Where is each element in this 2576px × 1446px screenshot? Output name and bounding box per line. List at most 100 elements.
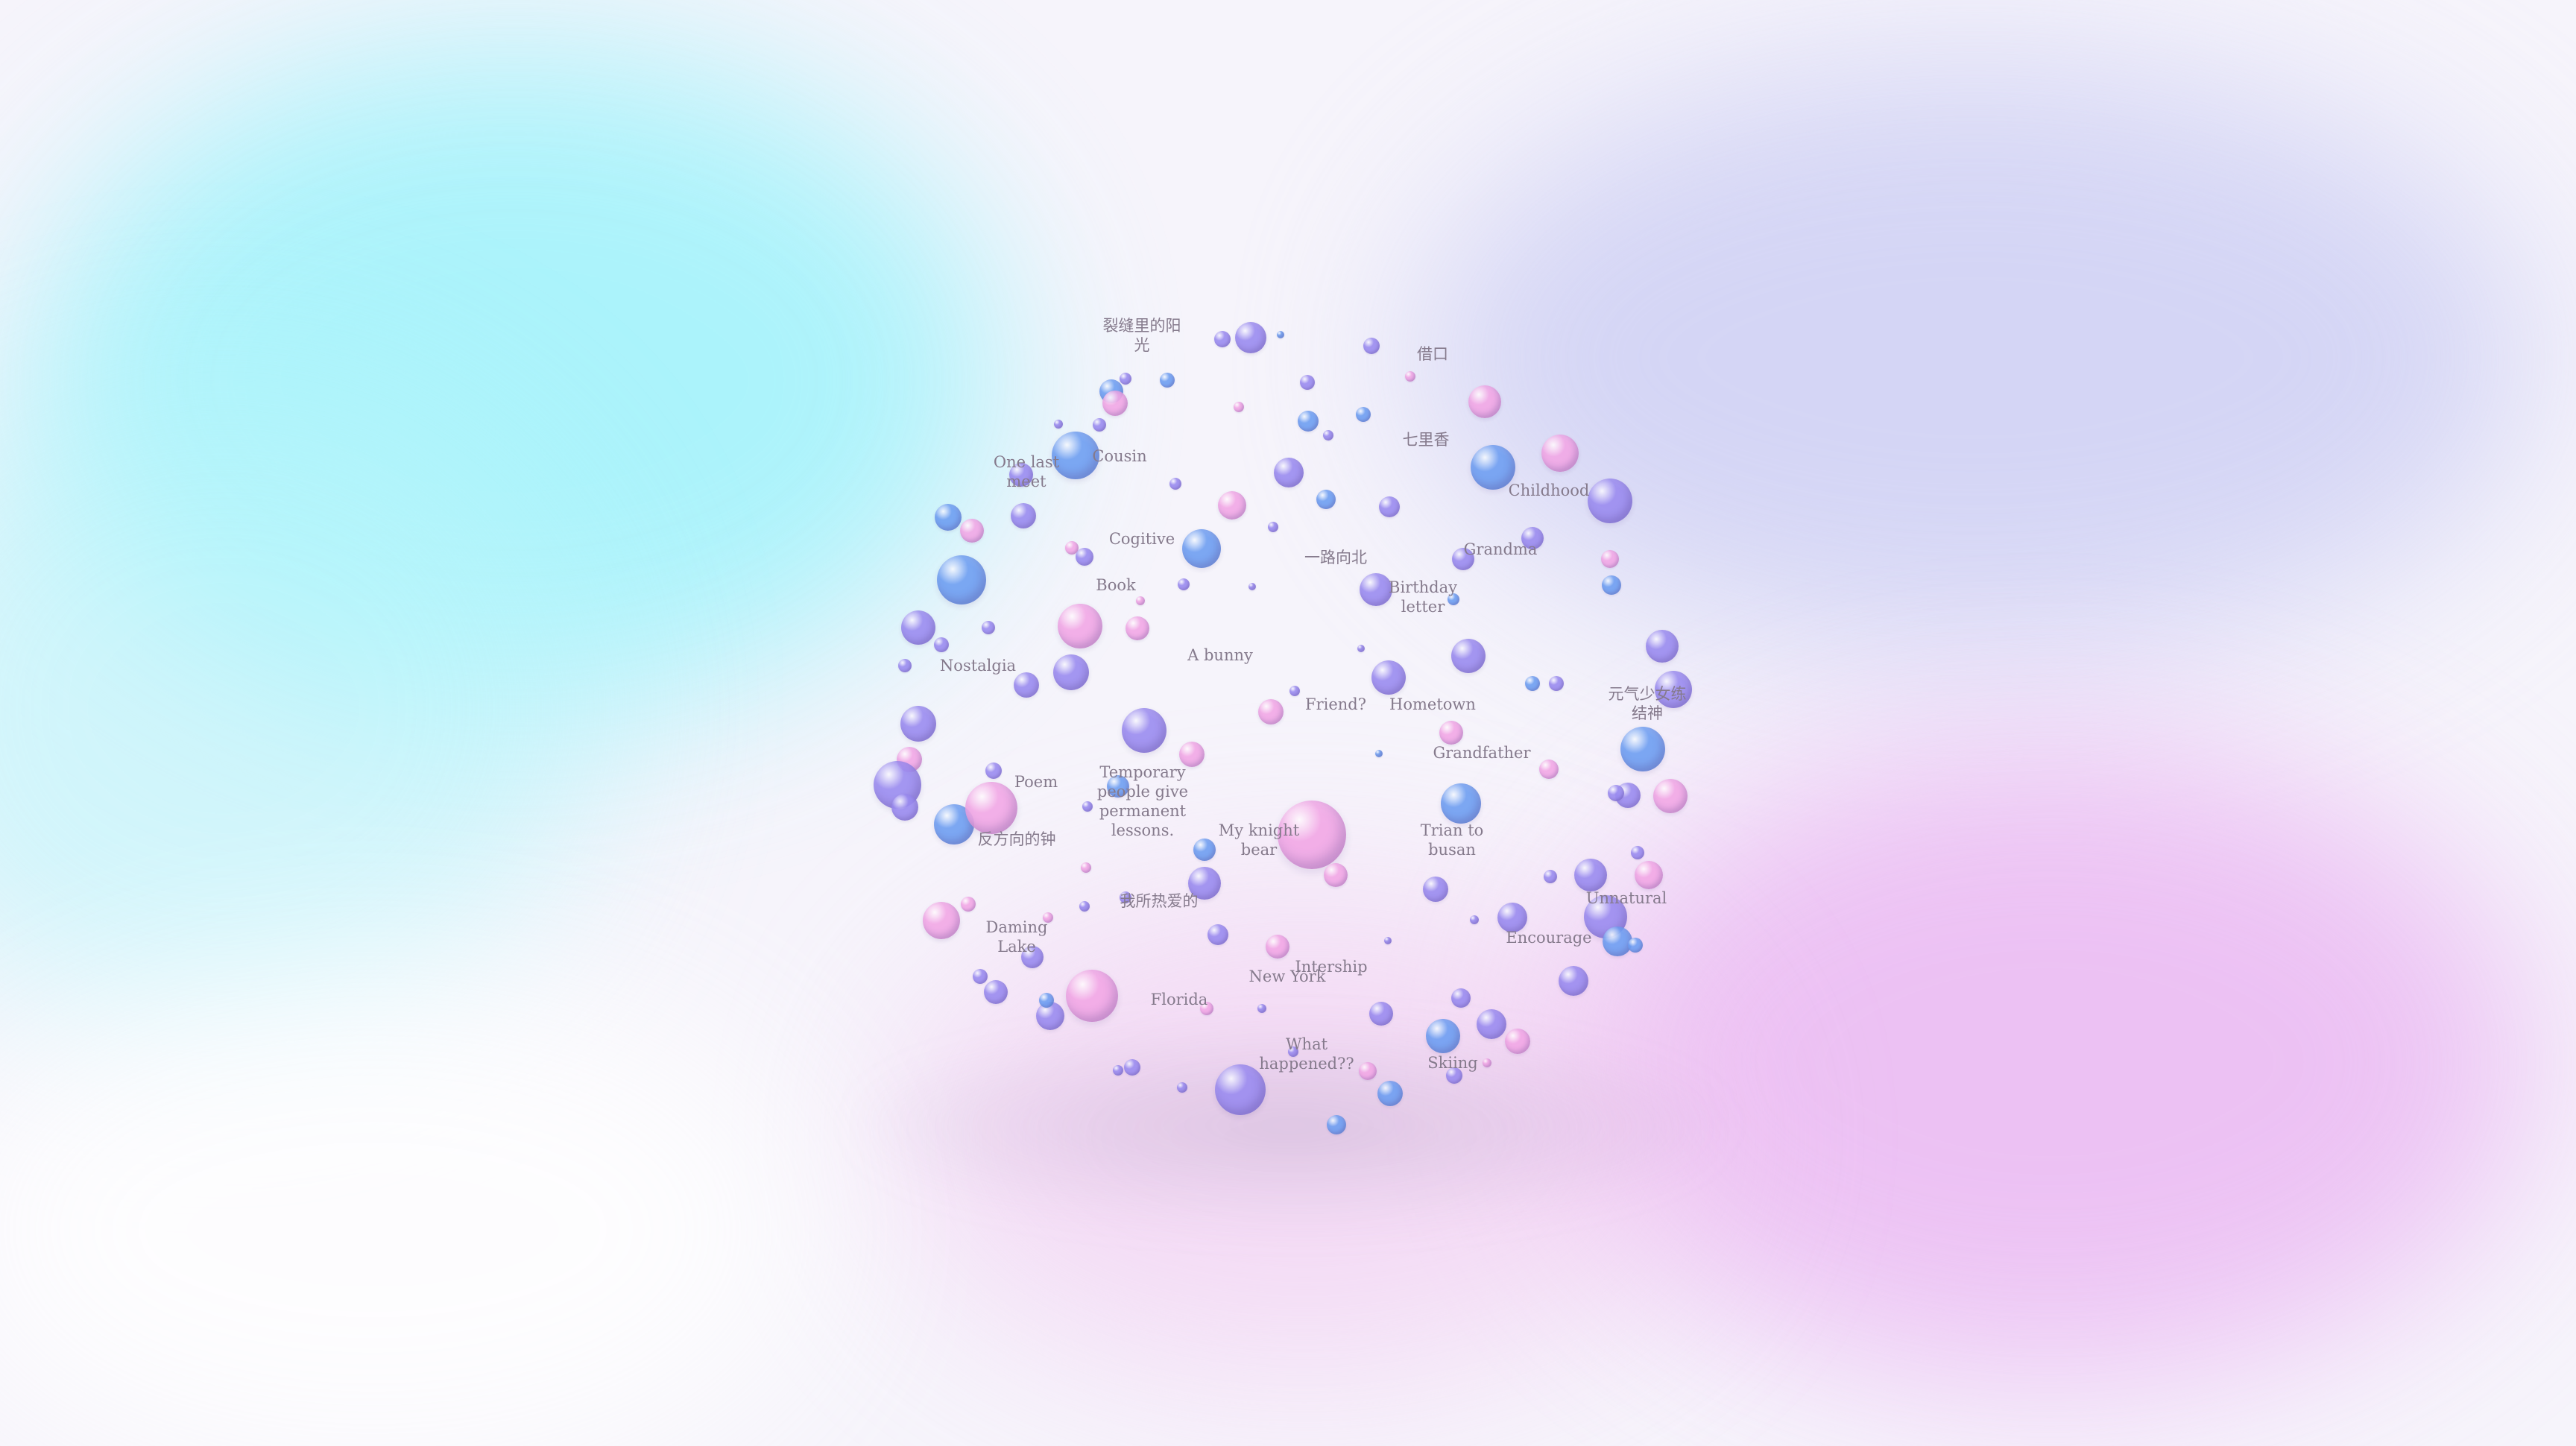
glass-bubble[interactable]: [1451, 988, 1471, 1008]
sphere-word[interactable]: Hometown: [1389, 695, 1476, 713]
glass-bubble[interactable]: [1646, 630, 1679, 663]
glass-bubble[interactable]: [1274, 458, 1304, 487]
glass-bubble[interactable]: [1066, 970, 1118, 1022]
glass-bubble[interactable]: [1009, 463, 1033, 487]
glass-bubble[interactable]: [1369, 1002, 1393, 1026]
glass-bubble[interactable]: [1011, 503, 1036, 528]
glass-bubble[interactable]: [1277, 331, 1284, 338]
glass-bubble[interactable]: [891, 794, 918, 821]
glass-bubble[interactable]: [1541, 435, 1579, 472]
sphere-word[interactable]: Trian to busan: [1420, 821, 1484, 859]
glass-bubble[interactable]: [1620, 727, 1665, 771]
glass-bubble[interactable]: [1021, 946, 1044, 968]
glass-bubble[interactable]: [1177, 1082, 1187, 1093]
glass-bubble[interactable]: [1102, 391, 1128, 416]
glass-bubble[interactable]: [1234, 402, 1244, 412]
glass-bubble[interactable]: [1441, 783, 1481, 824]
glass-bubble[interactable]: [1363, 338, 1380, 354]
glass-bubble[interactable]: [1043, 912, 1053, 923]
glass-bubble[interactable]: [1053, 654, 1089, 690]
glass-bubble[interactable]: [1289, 686, 1300, 696]
glass-bubble[interactable]: [1126, 616, 1149, 640]
sphere-word[interactable]: One last meet: [993, 453, 1060, 490]
glass-bubble[interactable]: [900, 706, 936, 742]
glass-bubble[interactable]: [1278, 801, 1346, 869]
glass-bubble[interactable]: [973, 969, 988, 984]
glass-bubble[interactable]: [1323, 430, 1333, 441]
glass-bubble[interactable]: [1079, 901, 1090, 912]
sphere-word[interactable]: Intership: [1295, 958, 1368, 976]
glass-bubble[interactable]: [982, 621, 995, 634]
glass-bubble[interactable]: [1426, 1019, 1460, 1053]
glass-bubble[interactable]: [1452, 548, 1474, 570]
glass-bubble[interactable]: [1178, 578, 1190, 590]
glass-bubble[interactable]: [1081, 862, 1091, 873]
glass-bubble[interactable]: [1160, 373, 1175, 388]
glass-bubble[interactable]: [1357, 645, 1365, 652]
sphere-word[interactable]: Friend?: [1305, 695, 1366, 713]
glass-bubble[interactable]: [1120, 891, 1131, 903]
glass-bubble[interactable]: [1076, 548, 1093, 566]
glass-bubble[interactable]: [923, 902, 960, 939]
glass-bubble[interactable]: [1448, 593, 1459, 605]
glass-bubble[interactable]: [1377, 1081, 1403, 1106]
sphere-word[interactable]: Grandma: [1463, 540, 1538, 558]
glass-bubble[interactable]: [1093, 418, 1106, 432]
glass-bubble[interactable]: [1058, 604, 1102, 648]
glass-bubble[interactable]: [1193, 839, 1216, 861]
sphere-word[interactable]: Encourage: [1506, 929, 1592, 947]
glass-bubble[interactable]: [1052, 432, 1099, 479]
glass-bubble[interactable]: [1316, 490, 1336, 509]
sphere-word[interactable]: Poem: [1014, 773, 1058, 791]
sphere-word[interactable]: Birthday letter: [1389, 578, 1457, 616]
sphere-word[interactable]: Skiing: [1427, 1054, 1478, 1072]
glass-bubble[interactable]: [1124, 1059, 1140, 1076]
sphere-word[interactable]: What happened??: [1259, 1035, 1354, 1073]
glass-bubble[interactable]: [1521, 527, 1544, 549]
glass-bubble[interactable]: [1451, 639, 1486, 673]
glass-bubble[interactable]: [1218, 491, 1246, 520]
glass-bubble[interactable]: [1113, 1065, 1123, 1076]
glass-bubble[interactable]: [1603, 926, 1632, 956]
glass-bubble[interactable]: [1359, 1062, 1377, 1080]
glass-bubble[interactable]: [1371, 660, 1406, 695]
glass-bubble[interactable]: [1248, 583, 1256, 590]
glass-bubble[interactable]: [1258, 699, 1284, 724]
glass-bubble[interactable]: [1179, 742, 1205, 767]
glass-bubble[interactable]: [1375, 750, 1383, 757]
sphere-word[interactable]: Childhood: [1508, 482, 1590, 499]
glass-bubble[interactable]: [1136, 596, 1145, 605]
sphere-word[interactable]: Florida: [1150, 991, 1208, 1008]
glass-bubble[interactable]: [1497, 903, 1527, 932]
glass-bubble[interactable]: [1065, 541, 1079, 555]
glass-bubble[interactable]: [1446, 1067, 1462, 1084]
sphere-word[interactable]: Book: [1096, 576, 1136, 594]
glass-bubble[interactable]: [898, 659, 912, 672]
glass-bubble[interactable]: [1470, 915, 1479, 924]
sphere-word[interactable]: 借口: [1417, 345, 1448, 363]
glass-bubble[interactable]: [1483, 1058, 1491, 1067]
glass-bubble[interactable]: [1631, 846, 1644, 859]
sphere-word[interactable]: Cogitive: [1108, 530, 1175, 548]
glass-bubble[interactable]: [965, 782, 1017, 834]
glass-bubble[interactable]: [1601, 550, 1619, 568]
glass-bubble[interactable]: [937, 555, 986, 604]
sphere-word[interactable]: 一路向北: [1304, 549, 1367, 566]
glass-bubble[interactable]: [1574, 859, 1607, 891]
sphere-word[interactable]: New York: [1248, 967, 1326, 985]
glass-bubble[interactable]: [1298, 411, 1319, 432]
glass-bubble[interactable]: [1384, 937, 1392, 944]
sphere-word[interactable]: 裂缝里的阳 光: [1102, 317, 1181, 354]
sphere-word[interactable]: Nostalgia: [939, 657, 1017, 675]
glass-bubble[interactable]: [1235, 322, 1266, 353]
glass-bubble[interactable]: [1602, 575, 1621, 595]
sphere-word[interactable]: A bunny: [1187, 646, 1253, 664]
glass-bubble[interactable]: [1471, 445, 1515, 490]
glass-bubble[interactable]: [1653, 779, 1688, 813]
sphere-word[interactable]: Unnatural: [1585, 889, 1667, 907]
sphere-word[interactable]: 元气少女练 结神: [1608, 685, 1687, 722]
glass-bubble[interactable]: [1539, 760, 1559, 779]
sphere-word[interactable]: My knight bear: [1218, 821, 1300, 859]
glass-bubble[interactable]: [1039, 993, 1054, 1008]
